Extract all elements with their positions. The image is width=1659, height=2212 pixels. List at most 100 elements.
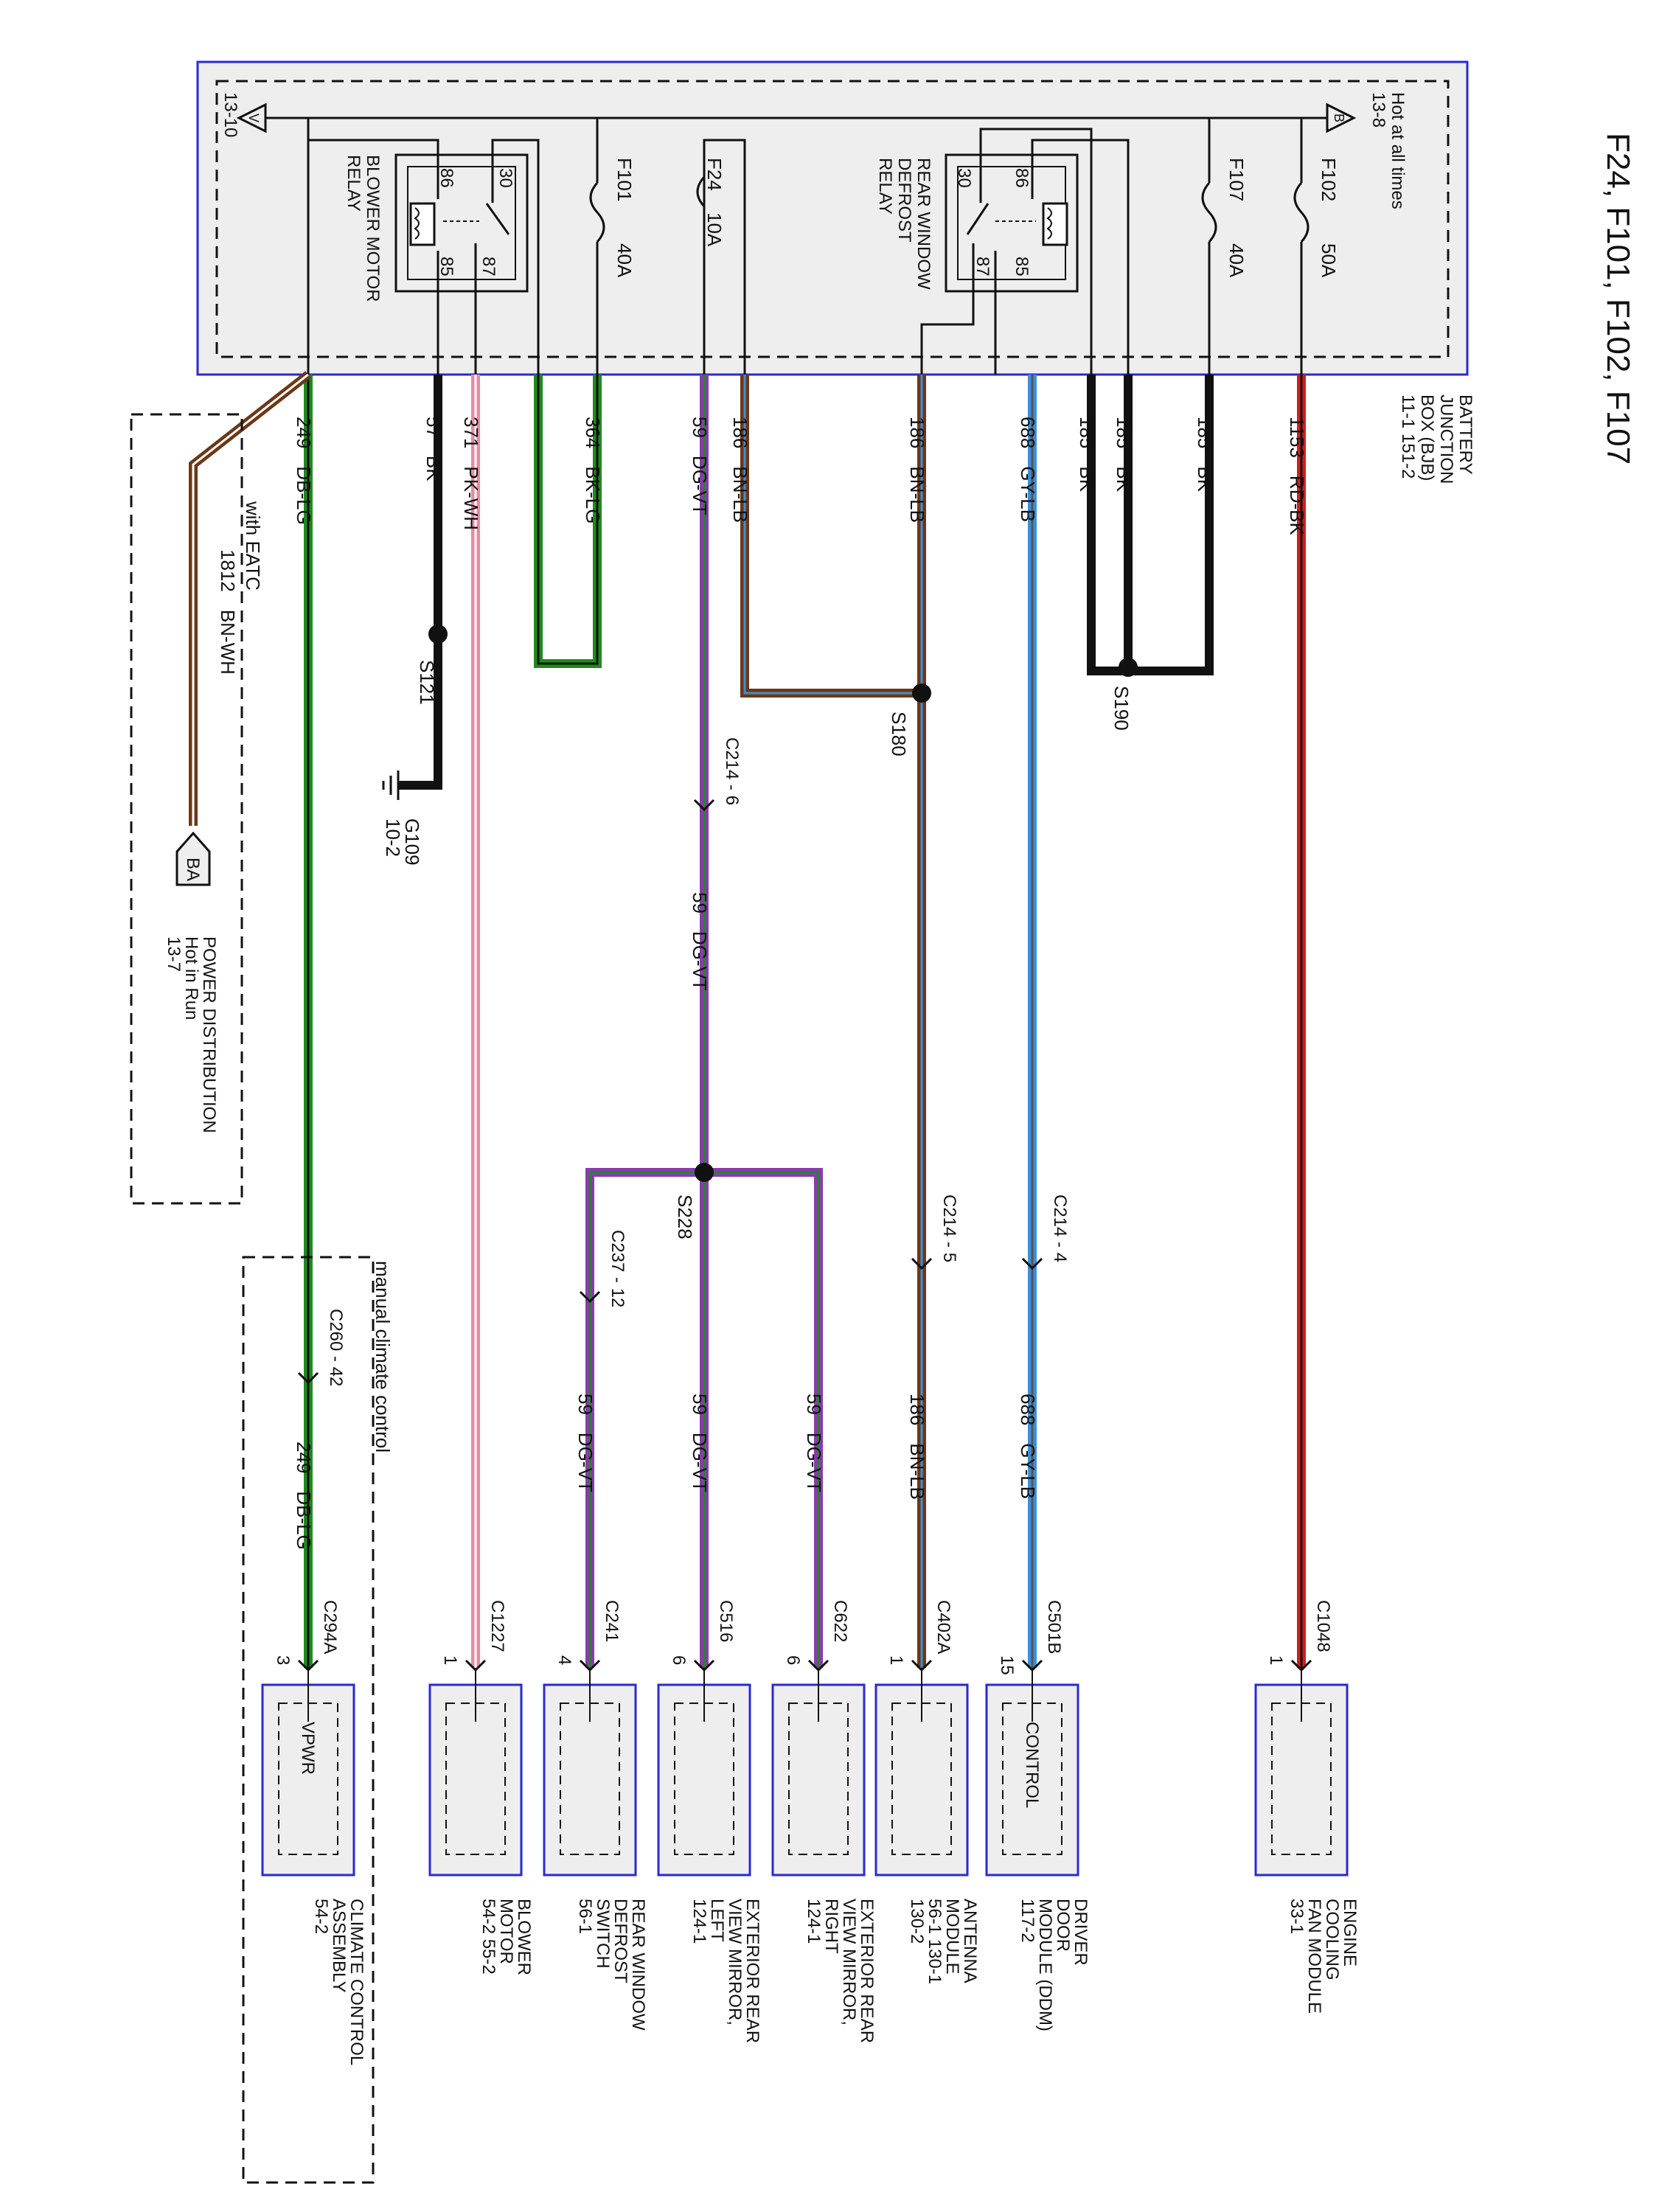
splice-s190: S190 bbox=[1110, 658, 1138, 731]
component-inner-label: VPWR bbox=[298, 1722, 318, 1775]
svg-text:86: 86 bbox=[1012, 168, 1032, 188]
pin-label: 1 bbox=[1266, 1655, 1286, 1665]
wire-1812: 1812BN-WH bbox=[189, 371, 311, 826]
component-name-line: MODULE (DDM) bbox=[1035, 1899, 1055, 2031]
svg-text:59DG-VT: 59DG-VT bbox=[574, 1394, 597, 1492]
svg-text:59DG-VT: 59DG-VT bbox=[689, 892, 711, 991]
pin-label: 3 bbox=[273, 1655, 293, 1665]
battery-junction-box: B V Hot at all times 13-8 13-10 BATTERY … bbox=[196, 60, 1475, 484]
svg-text:185BK: 185BK bbox=[1076, 417, 1098, 493]
svg-text:F102: F102 bbox=[1318, 158, 1340, 201]
svg-text:10A: 10A bbox=[703, 212, 726, 247]
svg-text:185BK: 185BK bbox=[1194, 417, 1216, 493]
svg-text:371PK-WH: 371PK-WH bbox=[460, 417, 482, 530]
component-name-line: MOTOR bbox=[496, 1899, 516, 1964]
svg-text:50A: 50A bbox=[1318, 243, 1340, 278]
svg-text:F101: F101 bbox=[613, 158, 636, 201]
svg-text:BOX (BJB): BOX (BJB) bbox=[1417, 394, 1437, 481]
wire-186: 186BN-LB 186BN-LB 186BN-LB bbox=[729, 375, 928, 1668]
connector-arrow-icon bbox=[1290, 1659, 1312, 1672]
connector-arrow-icon bbox=[693, 1659, 715, 1672]
wire-185: 185BK 185BK 185BK bbox=[1076, 375, 1216, 675]
svg-text:688GY-LB: 688GY-LB bbox=[1017, 1394, 1039, 1499]
svg-text:13-7: 13-7 bbox=[164, 936, 184, 972]
connector-label: C1048 bbox=[1313, 1600, 1333, 1652]
svg-text:688GY-LB: 688GY-LB bbox=[1017, 417, 1039, 522]
fuse-f107: F107 40A bbox=[1201, 158, 1248, 375]
svg-text:11-1 151-2: 11-1 151-2 bbox=[1398, 394, 1418, 479]
power-distribution-connector: BA POWER DISTRIBUTION Hot in Run 13-7 bbox=[164, 831, 219, 1133]
svg-text:S228: S228 bbox=[674, 1194, 696, 1239]
component-name-line: CLIMATE CONTROL bbox=[347, 1899, 366, 2065]
component-name-line: ANTENNA bbox=[960, 1899, 980, 1983]
wire-249: 249DB-LG 249DB-LG bbox=[293, 375, 315, 1668]
component-name-line: 117-2 bbox=[1018, 1899, 1037, 1943]
wire-59: 59DG-VT 59DG-VT 59DG-VT 59DG-VT 59DG-VT bbox=[574, 375, 825, 1668]
svg-text:C214 - 6: C214 - 6 bbox=[722, 737, 742, 805]
component-name-line: LEFT bbox=[707, 1899, 727, 1942]
fuse-f101: F101 40A bbox=[589, 118, 636, 375]
svg-text:186BN-LB: 186BN-LB bbox=[729, 417, 751, 523]
svg-text:185BK: 185BK bbox=[1113, 417, 1135, 493]
svg-text:1153RD-BK: 1153RD-BK bbox=[1286, 417, 1308, 535]
component-name-line: MODULE bbox=[942, 1899, 962, 1975]
svg-text:40A: 40A bbox=[1225, 243, 1248, 278]
svg-text:Hot in Run: Hot in Run bbox=[181, 936, 201, 1020]
svg-text:JUNCTION: JUNCTION bbox=[1436, 394, 1456, 484]
svg-text:30: 30 bbox=[495, 168, 515, 188]
svg-text:S121: S121 bbox=[416, 660, 438, 705]
connector-label: C241 bbox=[602, 1600, 622, 1642]
svg-text:F107: F107 bbox=[1225, 158, 1248, 201]
fuse-f102: F102 50A bbox=[1293, 118, 1340, 375]
component-name-line: FAN MODULE bbox=[1304, 1899, 1324, 2014]
svg-text:BA: BA bbox=[183, 858, 203, 881]
svg-text:S180: S180 bbox=[888, 712, 910, 757]
inline-connector-c237-12: C237 - 12 bbox=[579, 1230, 627, 1307]
component-name-line: DRIVER bbox=[1071, 1899, 1091, 1966]
hot-bus-arrow-icon: B bbox=[1326, 102, 1357, 133]
component-name-line: 54-2 55-2 bbox=[479, 1899, 498, 1975]
connector-label: C294A bbox=[320, 1600, 340, 1654]
connector-arrow-icon bbox=[579, 1659, 601, 1672]
svg-text:F24: F24 bbox=[703, 158, 726, 191]
connector-arrow-icon bbox=[465, 1659, 487, 1672]
inline-connector-c214-4: C214 - 4 bbox=[1021, 1194, 1070, 1270]
svg-text:REAR WINDOW: REAR WINDOW bbox=[914, 158, 933, 290]
fuse-f24: F24 10A bbox=[696, 139, 746, 375]
connector-arrow-icon bbox=[297, 1659, 319, 1672]
component-name-line: VIEW MIRROR, bbox=[839, 1899, 859, 2025]
component-name-line: ASSEMBLY bbox=[329, 1899, 349, 1993]
svg-text:87: 87 bbox=[479, 257, 498, 276]
svg-text:B: B bbox=[1332, 114, 1346, 122]
component-name-line: EXTERIOR REAR bbox=[742, 1899, 762, 2043]
svg-text:40A: 40A bbox=[613, 243, 636, 278]
svg-text:BLOWER MOTOR: BLOWER MOTOR bbox=[363, 155, 383, 302]
hot-ref-label: 13-8 bbox=[1368, 92, 1388, 128]
svg-text:186BN-LB: 186BN-LB bbox=[906, 417, 928, 523]
pin-label: 1 bbox=[886, 1655, 906, 1665]
svg-text:G109: G109 bbox=[401, 818, 423, 866]
wire-57: 57BK bbox=[398, 375, 445, 790]
component-name-line: RIGHT bbox=[821, 1899, 841, 1954]
splice-s180: S180 bbox=[888, 684, 931, 757]
hot-at-all-times-label: Hot at all times bbox=[1388, 92, 1408, 209]
pin-label: 4 bbox=[554, 1655, 574, 1665]
connector-arrow-icon bbox=[807, 1659, 830, 1672]
svg-text:186BN-LB: 186BN-LB bbox=[906, 1394, 928, 1500]
connector-label: C1227 bbox=[487, 1600, 507, 1652]
component-name-line: BLOWER bbox=[514, 1899, 534, 1975]
pin-label: 1 bbox=[440, 1655, 460, 1665]
eatc-option-box bbox=[130, 413, 243, 1205]
page-title: F24, F101, F102, F107 bbox=[1600, 133, 1636, 465]
component-name-line: SWITCH bbox=[593, 1899, 613, 1969]
pin-label: 15 bbox=[997, 1655, 1017, 1675]
component-name-line: VIEW MIRROR, bbox=[725, 1899, 745, 2025]
